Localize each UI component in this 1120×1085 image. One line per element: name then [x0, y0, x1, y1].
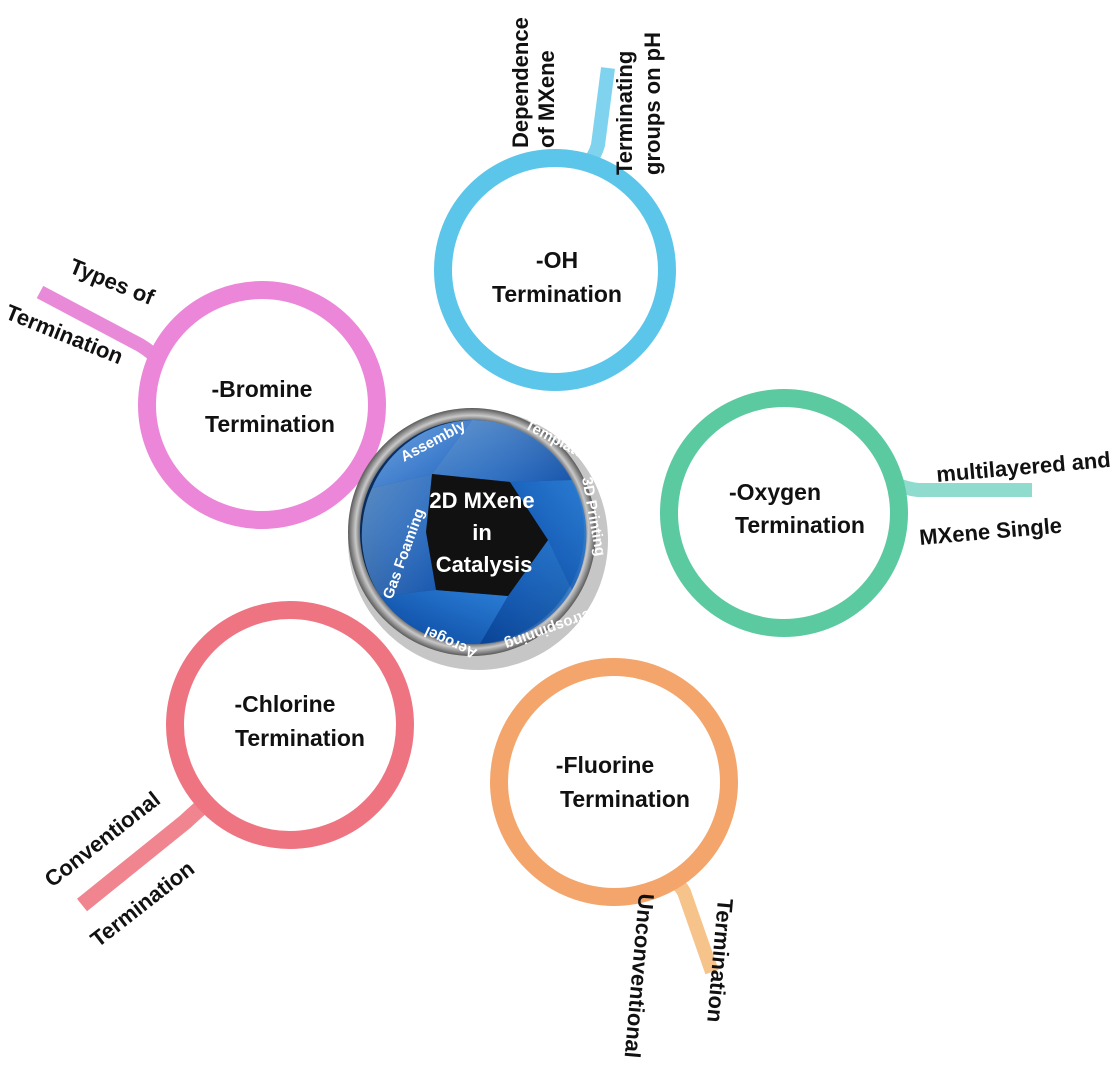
- lens-hexagon: [426, 474, 548, 596]
- fluorine-title: -Fluorine: [556, 752, 654, 778]
- chlorine-ring: [166, 601, 414, 849]
- center-title-1: 2D MXene: [429, 488, 534, 513]
- center-lens: 2D MXene in Catalysis Assembly Template …: [348, 408, 614, 670]
- blade-assembly: [372, 420, 472, 488]
- fluorine-note-1: Unconventional: [620, 893, 659, 1060]
- bromine-note-1: Types of: [66, 253, 158, 310]
- bromine-ring: [138, 281, 386, 529]
- blade-3d-printing: [510, 480, 587, 590]
- bromine-title: -Bromine: [212, 376, 313, 402]
- node-chlorine: -Chlorine Termination Conventional Termi…: [40, 601, 414, 952]
- chlorine-note-1: Conventional: [40, 786, 165, 891]
- blade-template: [432, 419, 572, 482]
- chlorine-note-2: Termination: [86, 856, 199, 952]
- oh-note-a-1: Dependence: [508, 17, 533, 148]
- fluorine-ring: [490, 658, 738, 906]
- blade-electrospinning: [480, 540, 572, 644]
- oh-note-b-2: groups on pH: [640, 32, 665, 175]
- chlorine-title: -Chlorine: [235, 691, 336, 717]
- oxygen-ring: [660, 389, 908, 637]
- center-title-3: Catalysis: [436, 552, 533, 577]
- fluorine-note-2: Termination: [702, 898, 738, 1024]
- fluorine-subtitle: Termination: [560, 786, 690, 812]
- oh-subtitle: Termination: [492, 281, 622, 307]
- oxygen-subtitle: Termination: [735, 512, 865, 538]
- lens-blades: [361, 419, 587, 645]
- node-fluorine: -Fluorine Termination Unconventional Ter…: [490, 658, 738, 1060]
- node-bromine: -Bromine Termination Types of Terminatio…: [2, 253, 386, 529]
- blade-gas-foaming: [361, 474, 436, 596]
- bromine-subtitle: Termination: [205, 411, 335, 437]
- oh-title: -OH: [536, 247, 578, 273]
- oxygen-note-2: MXene Single: [918, 513, 1063, 550]
- node-oxygen: -Oxygen Termination multilayered and MXe…: [660, 389, 1112, 637]
- oh-note-a-2: of MXene: [534, 50, 559, 148]
- oh-ring: [434, 149, 676, 391]
- oh-note-b-1: Terminating: [612, 51, 637, 175]
- chlorine-subtitle: Termination: [235, 725, 365, 751]
- center-title-2: in: [472, 520, 492, 545]
- blade-aerogel: [380, 590, 508, 645]
- oxygen-title: -Oxygen: [729, 479, 821, 505]
- oxygen-note-1: multilayered and: [935, 447, 1111, 487]
- node-oh: -OH Termination Dependence of MXene Term…: [434, 17, 676, 391]
